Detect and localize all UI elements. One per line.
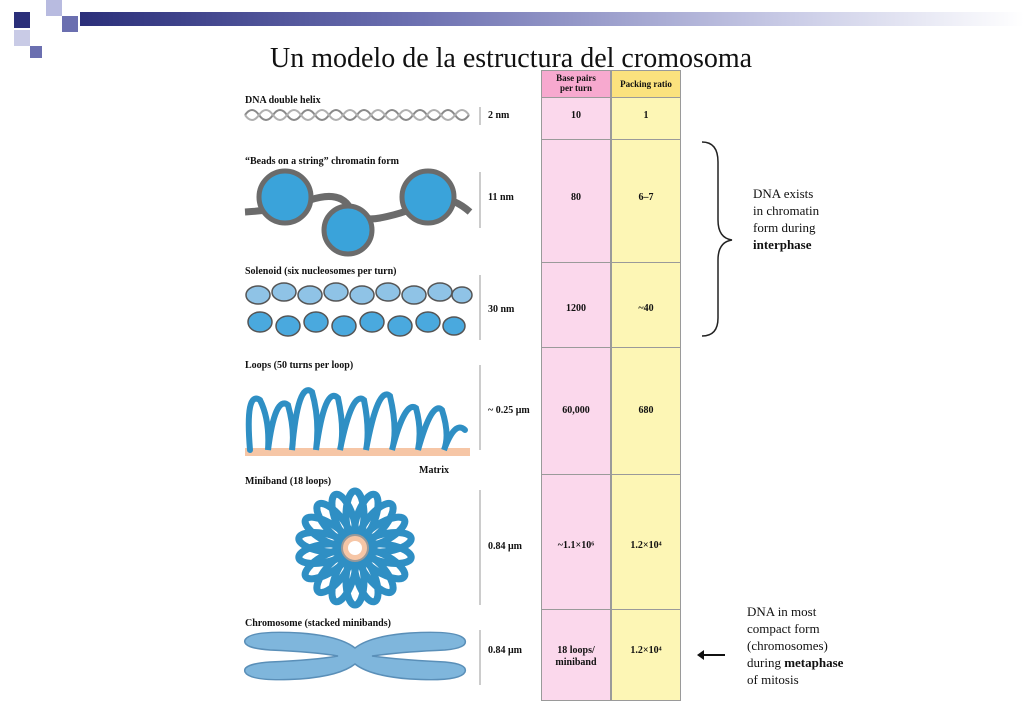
- stage-label-loops: Loops (50 turns per loop): [245, 360, 354, 371]
- interphase-note: DNA exists in chromatin form during inte…: [753, 186, 820, 252]
- left-arrow-icon: [697, 650, 725, 660]
- miniband-illustration: [295, 487, 415, 609]
- corner-square-5: [30, 46, 42, 58]
- packing-ratio-header-text: Packing ratio: [620, 79, 672, 89]
- base-pairs-cell: 60,000: [562, 405, 590, 416]
- loops-illustration: [245, 387, 470, 456]
- row-divider: [541, 609, 681, 610]
- base-pairs-header-text: Base pairs per turn: [556, 73, 596, 93]
- packing-ratio-header: [611, 70, 681, 98]
- corner-square-2: [46, 0, 62, 16]
- structure-illustrations: [243, 107, 481, 685]
- chromosome-illustration: [243, 631, 467, 681]
- base-pairs-column: [541, 70, 611, 701]
- title-bar-decoration: [80, 12, 1024, 26]
- base-pairs-cell: 10: [571, 110, 581, 121]
- row-divider: [541, 139, 681, 140]
- row-divider: [541, 262, 681, 263]
- packing-cell: 1.2×10⁴: [630, 540, 662, 551]
- stage-label-miniband: Miniband (18 loops): [245, 476, 332, 487]
- dimension-solenoid: 30 nm: [488, 304, 515, 315]
- solenoid-illustration: [245, 282, 473, 337]
- page-title: Un modelo de la estructura del cromosoma: [270, 43, 753, 74]
- stage-label-beads: “Beads on a string” chromatin form: [245, 156, 399, 167]
- dimension-dna: 2 nm: [488, 110, 510, 121]
- dimension-beads: 11 nm: [488, 192, 514, 203]
- row-divider: [541, 347, 681, 348]
- metaphase-note: DNA in most compact form (chromosomes) d…: [747, 604, 844, 687]
- base-pairs-cell: ~1.1×10⁶: [557, 540, 595, 551]
- packing-cell: 680: [638, 405, 654, 416]
- packing-cell: ~40: [638, 303, 654, 314]
- matrix-label: Matrix: [419, 465, 449, 476]
- corner-square-4: [14, 30, 30, 46]
- base-pairs-cell: 18 loops/ miniband: [555, 645, 597, 668]
- base-pairs-cell: 1200: [566, 303, 586, 314]
- interphase-brace: [701, 141, 733, 337]
- row-divider: [541, 474, 681, 475]
- base-pairs-cell: 80: [571, 192, 581, 203]
- corner-square-1: [14, 12, 30, 28]
- stage-label-chromosome: Chromosome (stacked minibands): [245, 618, 391, 629]
- packing-ratio-column: [611, 70, 681, 701]
- stage-label-solenoid: Solenoid (six nucleosomes per turn): [245, 266, 397, 277]
- base-pairs-header: [541, 70, 611, 98]
- dimension-chromosome: 0.84 μm: [488, 645, 522, 656]
- dimension-loops: ~ 0.25 μm: [488, 405, 530, 416]
- beads-on-string-illustration: [244, 168, 473, 257]
- stage-label-dna: DNA double helix: [245, 95, 321, 106]
- dna-helix-illustration: [244, 109, 470, 121]
- dimension-miniband: 0.84 μm: [488, 541, 522, 552]
- corner-square-3: [62, 16, 78, 32]
- packing-cell: 6–7: [638, 192, 654, 203]
- packing-cell: 1.2×10⁴: [630, 645, 662, 656]
- packing-cell: 1: [643, 110, 649, 121]
